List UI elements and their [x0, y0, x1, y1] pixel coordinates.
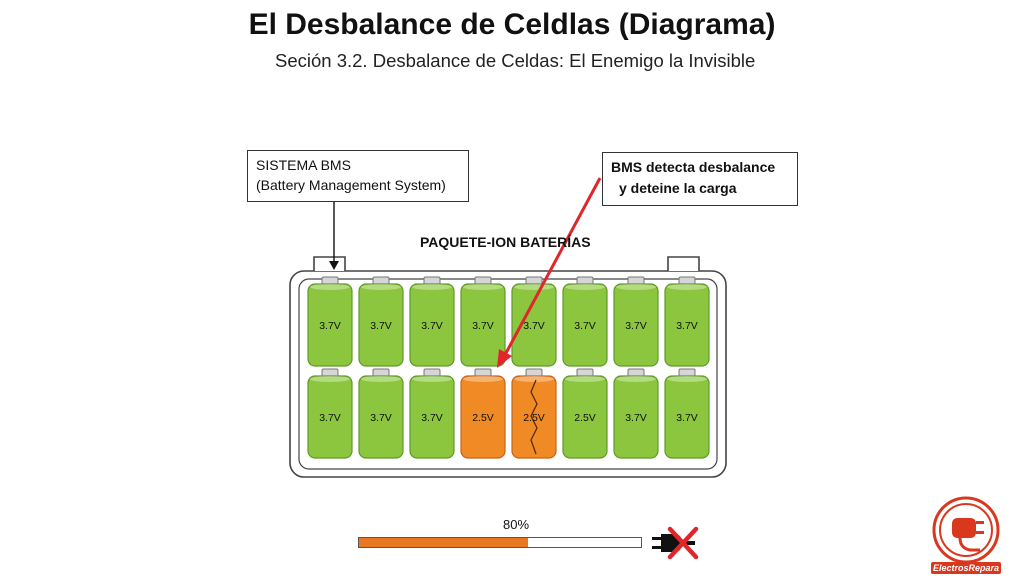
cell-crack — [530, 379, 538, 455]
cell-top-highlight — [667, 284, 707, 290]
cell-body — [511, 375, 557, 459]
cell-body — [664, 283, 710, 367]
cell-body — [562, 283, 608, 367]
cell-body — [358, 375, 404, 459]
cell-voltage-label: 3.7V — [523, 320, 545, 332]
battery-cell: 3.7V — [307, 276, 353, 367]
cell-voltage-label: 3.7V — [319, 412, 341, 424]
cell-top-highlight — [616, 284, 656, 290]
detect-callout-line1: BMS detecta desbalance — [611, 159, 776, 175]
battery-cell: 3.7V — [358, 368, 404, 459]
cell-voltage-label: 3.7V — [676, 320, 698, 332]
battery-cell: 3.7V — [409, 368, 455, 459]
battery-cell: 3.7V — [613, 276, 659, 367]
cell-voltage-label: 3.7V — [472, 320, 494, 332]
charge-percent: 80% — [503, 517, 530, 532]
cell-body — [307, 283, 353, 367]
cell-body — [562, 375, 608, 459]
battery-pack-enclosure — [289, 256, 727, 478]
cell-voltage-label: 3.7V — [574, 320, 596, 332]
detect-callout-line2: y deteine la carga — [619, 180, 737, 196]
cell-voltage-label: 2.5V — [472, 412, 494, 424]
cell-top-highlight — [463, 284, 503, 290]
cell-top-highlight — [310, 284, 350, 290]
cell-voltage-label: 3.7V — [370, 412, 392, 424]
cell-top-highlight — [616, 376, 656, 382]
logo-text: ElectrosRepara — [933, 563, 999, 573]
detect-arrow — [497, 177, 602, 368]
battery-cell: 3.7V — [409, 276, 455, 367]
battery-cell: 3.7V — [562, 276, 608, 367]
cell-body — [409, 375, 455, 459]
cell-voltage-label: 3.7V — [625, 412, 647, 424]
bms-pointer-arrow — [329, 202, 339, 270]
bms-callout-line2: (Battery Management System) — [256, 177, 446, 193]
cell-top-highlight — [412, 284, 452, 290]
cell-body — [460, 375, 506, 459]
cell-top-highlight — [565, 376, 605, 382]
cell-body — [511, 283, 557, 367]
cell-body — [307, 375, 353, 459]
cell-voltage-label: 3.7V — [625, 320, 647, 332]
battery-cell: 3.7V — [460, 276, 506, 367]
cell-voltage-label: 3.7V — [421, 320, 443, 332]
battery-cell: 3.7V — [358, 276, 404, 367]
battery-cell: 3.7V — [307, 368, 353, 459]
battery-cell: 3.7V — [664, 368, 710, 459]
cell-body — [409, 283, 455, 367]
pack-label: PAQUETE-ION BATERÍAS — [420, 234, 591, 250]
cell-voltage-label: 3.7V — [319, 320, 341, 332]
cell-top-highlight — [514, 376, 554, 382]
cell-top-highlight — [514, 284, 554, 290]
cell-body — [613, 375, 659, 459]
battery-cell: 2.5V — [562, 368, 608, 459]
cell-top-highlight — [310, 376, 350, 382]
cell-voltage-label: 3.7V — [421, 412, 443, 424]
electrosrepara-logo-icon: ElectrosRepara — [931, 496, 1001, 574]
cell-top-highlight — [412, 376, 452, 382]
cell-top-highlight — [463, 376, 503, 382]
cell-top-highlight — [565, 284, 605, 290]
cell-top-highlight — [361, 284, 401, 290]
cell-voltage-label: 3.7V — [370, 320, 392, 332]
detect-callout: BMS detecta desbalance y deteine la carg… — [602, 152, 798, 206]
cell-body — [460, 283, 506, 367]
cell-voltage-label: 3.7V — [676, 412, 698, 424]
cell-voltage-label: 2.5V — [574, 412, 596, 424]
page-title: El Desbalance de Celdlas (Diagrama) — [248, 8, 776, 41]
cell-body — [664, 375, 710, 459]
battery-cell: 3.7V — [511, 276, 557, 367]
cell-voltage-label: 2.5V — [523, 412, 545, 424]
plug-icon — [652, 526, 699, 560]
page-subtitle: Seción 3.2. Desbalance de Celdas: El Ene… — [275, 50, 756, 71]
cell-body — [613, 283, 659, 367]
charge-progress-bar — [358, 537, 642, 548]
battery-cell: 3.7V — [664, 276, 710, 367]
bms-callout: SISTEMA BMS (Battery Management System) — [247, 150, 469, 202]
charge-progress-fill — [359, 538, 529, 547]
battery-cell: 2.5V — [460, 368, 506, 459]
bms-callout-line1: SISTEMA BMS — [256, 157, 351, 173]
battery-cells: 3.7V 3.7V 3.7V 3.7V 3.7V 3.7V 3.7V 3.7V 3.7V 3.7V… — [307, 276, 710, 459]
battery-cell: 2.5V — [511, 368, 557, 459]
battery-cell: 3.7V — [613, 368, 659, 459]
cell-body — [358, 283, 404, 367]
cross-icon — [667, 526, 699, 560]
cell-top-highlight — [361, 376, 401, 382]
cell-top-highlight — [667, 376, 707, 382]
